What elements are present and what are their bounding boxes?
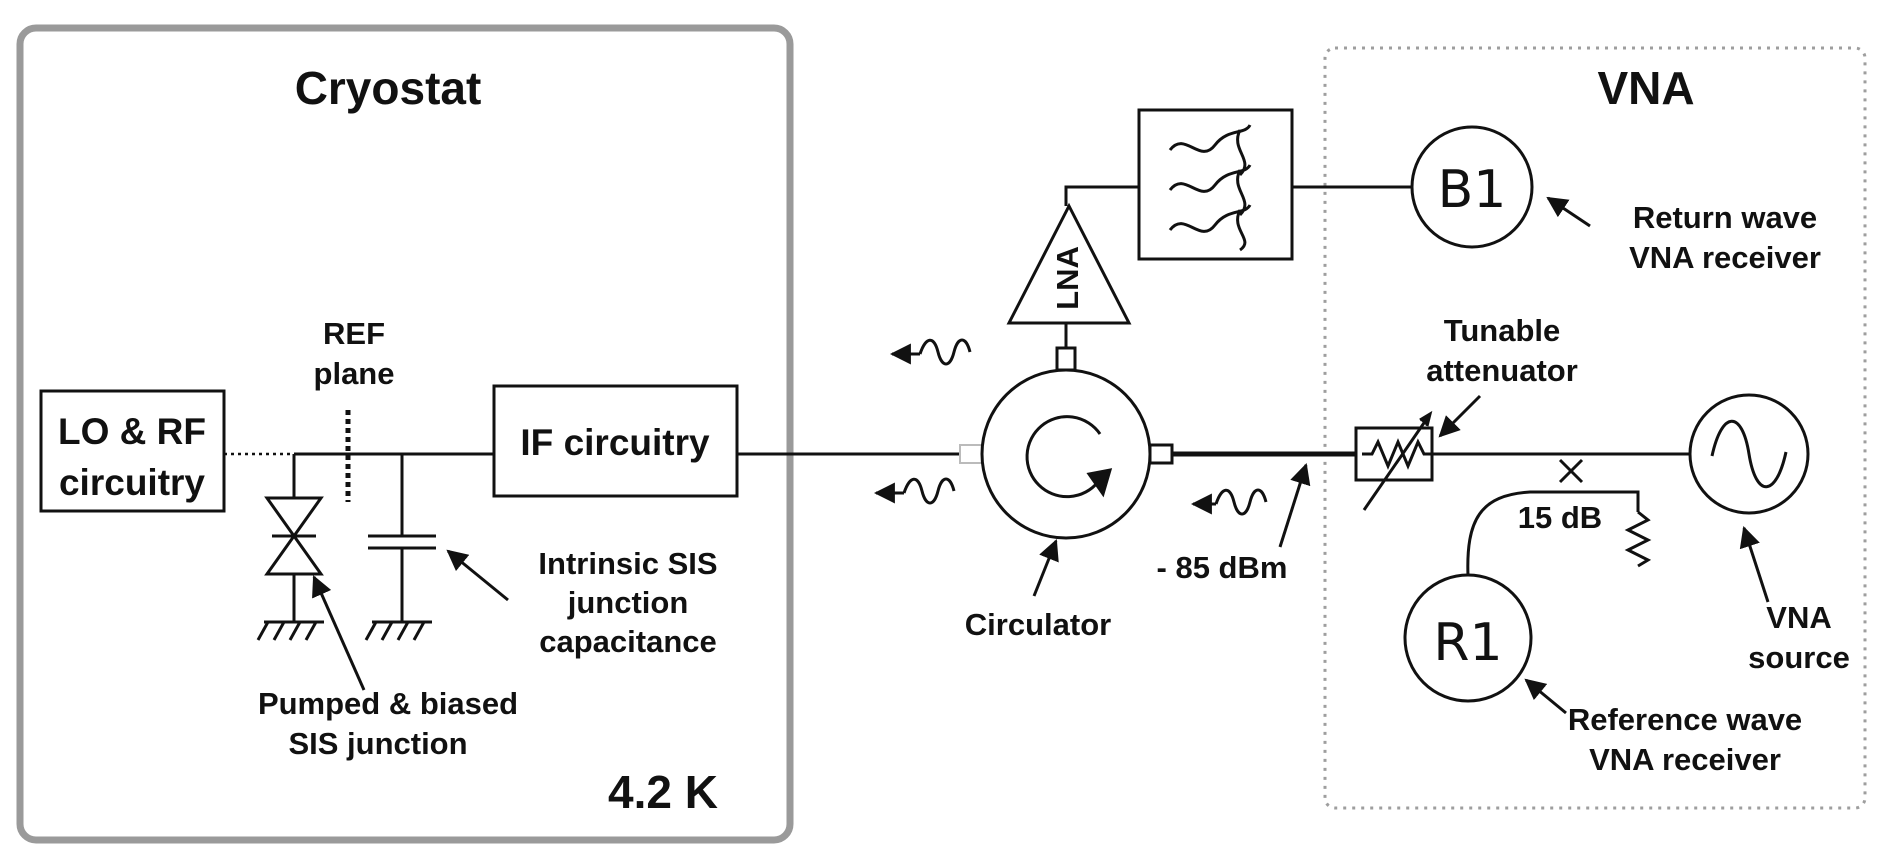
wave-arrow-icon-3 (1190, 488, 1268, 516)
coupler-icon (1466, 458, 1652, 577)
tunable-arrow (1438, 394, 1482, 438)
wave-arrow-icon (889, 338, 972, 366)
pumped-arrow (312, 575, 366, 691)
if-circuitry-block: IF circuitry (492, 384, 739, 498)
svg-text:IF circuitry: IF circuitry (520, 422, 710, 463)
lna-block: LNA (1006, 202, 1132, 348)
return-label-1: Return wave (1633, 200, 1817, 235)
reference-label-1: Reference wave (1568, 702, 1802, 737)
svg-text:LNA: LNA (1050, 246, 1085, 310)
intrinsic-arrow (446, 549, 509, 602)
r1-receiver: R1 (1403, 573, 1533, 703)
circulator-label: Circulator (965, 607, 1111, 642)
lo-rf-block: LO & RF circuitry (39, 389, 226, 513)
temperature-label: 4.2 K (608, 766, 718, 818)
ref-plane-label-2: plane (314, 356, 395, 391)
vna-title: VNA (1597, 62, 1694, 114)
intrinsic-label-1: Intrinsic SIS (538, 546, 717, 581)
tunable-label-1: Tunable (1444, 313, 1561, 348)
circulator-icon (980, 346, 1174, 540)
b1-receiver: B1 (1410, 125, 1534, 249)
vna-source-label-1: VNA (1766, 600, 1831, 635)
svg-text:circuitry: circuitry (59, 462, 205, 503)
wave-arrow-icon-2 (873, 477, 956, 505)
reference-arrow (1524, 678, 1567, 715)
return-label-2: VNA receiver (1629, 240, 1821, 275)
variable-attenuator-icon (1354, 410, 1434, 511)
sis-junction-icon (256, 454, 324, 641)
svg-text:B1: B1 (1438, 160, 1507, 220)
lna-to-filter-wire (1064, 185, 1139, 206)
bandpass-filter-icon (1137, 108, 1294, 261)
power-arrow (1278, 462, 1311, 548)
vna-source-arrow (1739, 526, 1770, 603)
tunable-label-2: attenuator (1426, 353, 1578, 388)
svg-text:LO & RF: LO & RF (58, 411, 206, 452)
circulator-port-left (959, 444, 983, 464)
intrinsic-label-2: junction (567, 585, 689, 620)
pumped-label-1: Pumped & biased (258, 686, 518, 721)
ac-source-icon (1688, 393, 1810, 515)
reference-label-2: VNA receiver (1589, 742, 1781, 777)
return-arrow (1546, 196, 1591, 228)
capacitor-icon (364, 454, 436, 641)
svg-text:R1: R1 (1433, 613, 1502, 673)
cryostat-title: Cryostat (295, 62, 482, 114)
intrinsic-label-3: capacitance (539, 624, 717, 659)
cryostat-border (16, 24, 794, 844)
vna-source-label-2: source (1748, 640, 1850, 675)
circulator-arrow (1032, 539, 1059, 597)
coupler-db-label: 15 dB (1518, 500, 1602, 535)
vna-border (1323, 46, 1867, 810)
power-level-label: - 85 dBm (1157, 550, 1288, 585)
pumped-label-2: SIS junction (288, 726, 467, 761)
ref-plane-label-1: REF (323, 316, 385, 351)
